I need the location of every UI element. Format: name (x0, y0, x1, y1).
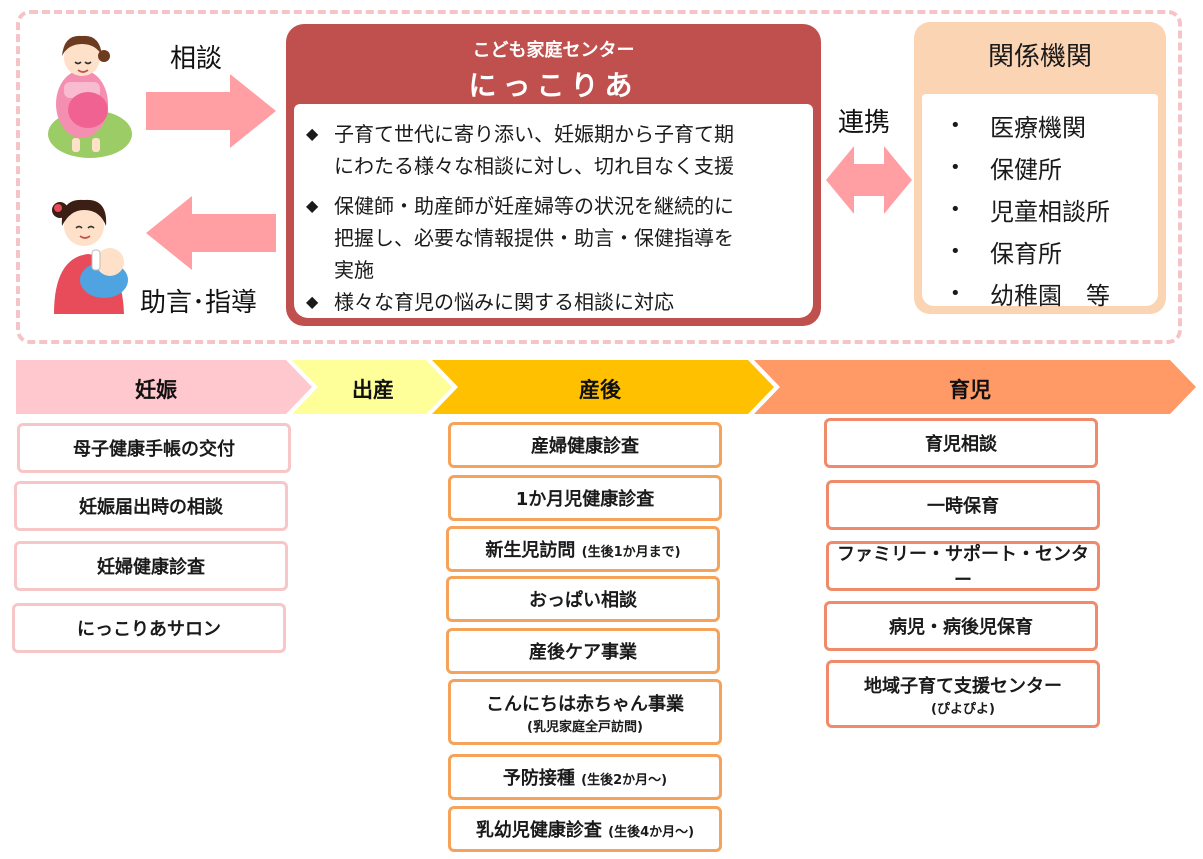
stage-postpartum-chevron (432, 360, 774, 414)
pregnant-woman-illustration (48, 35, 132, 158)
stage-banner (16, 360, 1196, 414)
consult-label: 相談 (170, 44, 223, 74)
partner-organizations-box: 関係機関 •医療機関 •保健所 •児童相談所 •保育所 •幼稚園 等 (914, 22, 1166, 314)
stage-label-childcare: 育児 (949, 378, 991, 402)
center-description: ◆ 子育て世代に寄り添い、妊娠期から子育て期 にわたる様々な相談に対し、切れ目な… (294, 104, 813, 318)
link-double-arrow (826, 146, 912, 214)
center-box-nikkoria: こども家庭センター にっこりあ ◆ 子育て世代に寄り添い、妊娠期から子育て期 に… (286, 24, 821, 326)
service-pregnancy-notification-consult: 妊娠届出時の相談 (14, 481, 288, 531)
top-section-frame (16, 10, 1182, 344)
service-nikkoria-salon: にっこりあサロン (12, 603, 286, 653)
link-label: 連携 (838, 108, 891, 138)
diamond-bullet-icon: ◆ (306, 124, 319, 143)
service-prenatal-checkup: 妊婦健康診査 (14, 541, 288, 591)
service-sick-child-care: 病児・病後児保育 (824, 601, 1098, 651)
partner-item: •児童相談所 (950, 198, 1110, 226)
service-maternal-handbook: 母子健康手帳の交付 (17, 423, 291, 473)
center-title-small: こども家庭センター (472, 40, 635, 61)
service-breastfeeding-consult: おっぱい相談 (446, 576, 720, 622)
service-postpartum-care: 産後ケア事業 (446, 628, 720, 674)
partner-item: •保健所 (950, 156, 1062, 184)
partners-title: 関係機関 (987, 42, 1092, 72)
service-family-support-center: ファミリー・サポート・センター (826, 541, 1100, 591)
diamond-bullet-icon: ◆ (306, 292, 319, 311)
service-newborn-visit: 新生児訪問 (生後1か月まで) (446, 526, 720, 572)
center-bullet-3: ◆ 様々な育児の悩みに関する相談に対応 (306, 286, 803, 318)
partners-list: •医療機関 •保健所 •児童相談所 •保育所 •幼稚園 等 (922, 94, 1158, 310)
service-postpartum-checkup: 産婦健康診査 (448, 422, 722, 468)
service-temporary-daycare: 一時保育 (826, 480, 1100, 530)
service-childcare-consult: 育児相談 (824, 418, 1098, 468)
consult-arrow-right (146, 74, 276, 148)
advice-arrow-left (146, 196, 276, 270)
stage-childcare-chevron (754, 360, 1196, 414)
service-vaccination: 予防接種 (生後2か月～) (448, 754, 722, 800)
center-bullet-1: ◆ 子育て世代に寄り添い、妊娠期から子育て期 にわたる様々な相談に対し、切れ目な… (306, 118, 803, 182)
service-hello-baby: こんにちは赤ちゃん事業 (乳児家庭全戸訪問) (448, 679, 722, 745)
service-infant-checkup: 乳幼児健康診査 (生後4か月～) (448, 806, 722, 852)
partner-item: •保育所 (950, 240, 1062, 268)
stage-label-postpartum: 産後 (579, 378, 621, 402)
advice-label: 助言･指導 (140, 288, 258, 318)
service-community-support-center: 地域子育て支援センター (ぴよぴよ) (826, 660, 1100, 728)
center-title-large: にっこりあ (468, 69, 639, 102)
service-one-month-checkup: 1か月児健康診査 (448, 475, 722, 521)
stage-pregnancy-chevron (16, 360, 312, 414)
partner-item: •幼稚園 等 (950, 282, 1110, 310)
stage-birth-chevron (292, 360, 452, 414)
partner-item: •医療機関 (950, 114, 1086, 142)
mother-with-baby-illustration (52, 199, 128, 314)
stage-label-birth: 出産 (352, 378, 394, 402)
stage-label-pregnancy: 妊娠 (135, 378, 177, 402)
center-bullet-2: ◆ 保健師・助産師が妊産婦等の状況を継続的に 把握し、必要な情報提供・助言・保健… (306, 190, 803, 286)
center-header: こども家庭センター にっこりあ (286, 24, 821, 102)
diamond-bullet-icon: ◆ (306, 196, 319, 215)
